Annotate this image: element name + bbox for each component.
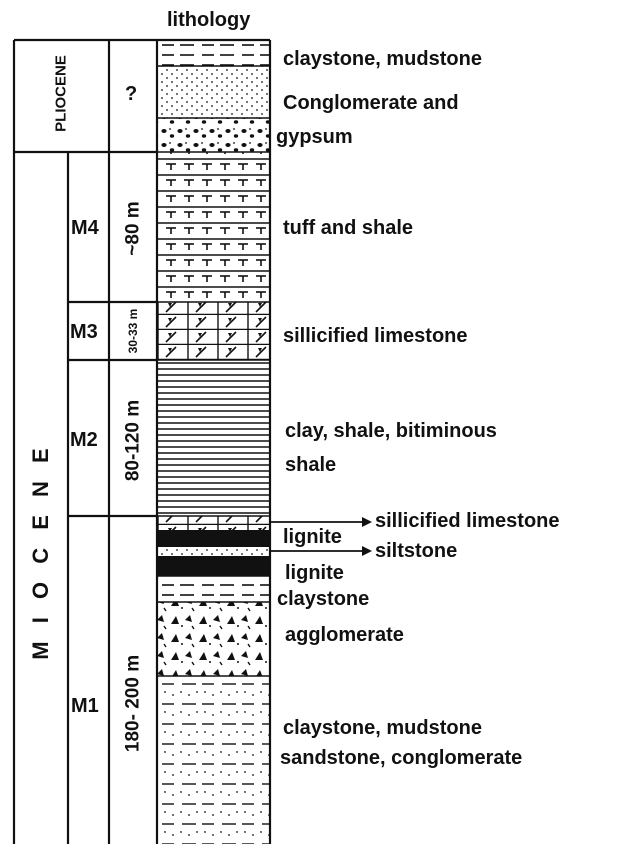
litho-tuff	[157, 152, 270, 302]
litho-claystone-m1	[157, 576, 270, 602]
thickness-pliocene: ?	[125, 84, 137, 104]
litho-sand-pliocene	[157, 66, 270, 118]
desc-bottom-line2: sandstone, conglomerate	[280, 748, 522, 768]
lithology-header: lithology	[167, 10, 250, 30]
desc-claystone-mudstone-top: claystone, mudstone	[283, 49, 482, 69]
desc-clay-line2: shale	[285, 455, 336, 475]
desc-conglomerate-line2: gypsum	[276, 127, 353, 147]
desc-clay-line1: clay, shale, bitiminous	[285, 421, 497, 441]
litho-claystone-top	[157, 40, 270, 66]
desc-claystone: claystone	[277, 589, 369, 609]
litho-limestone-m1	[157, 516, 270, 530]
litho-agglomerate	[157, 602, 270, 676]
litho-siltstone	[157, 547, 270, 556]
desc-siltstone: siltstone	[375, 541, 457, 561]
thickness-m1: 180- 200 m	[124, 614, 143, 794]
miocene-label: M I O C E N E	[30, 376, 52, 726]
desc-tuff-shale: tuff and shale	[283, 218, 413, 238]
litho-claystone-sandstone	[157, 676, 270, 844]
unit-m4: M4	[71, 218, 99, 238]
unit-m2: M2	[70, 430, 98, 450]
unit-m1: M1	[71, 696, 99, 716]
litho-limestone-m3	[157, 302, 270, 360]
desc-lignite-2: lignite	[285, 563, 344, 583]
thickness-m2: 80-120 m	[124, 371, 143, 511]
desc-agglomerate: agglomerate	[285, 625, 404, 645]
desc-sillicified-limestone-m1: sillicified limestone	[375, 511, 560, 531]
litho-shale-m2	[157, 360, 270, 516]
pliocene-label: PLIOCENE	[54, 49, 69, 139]
thickness-m4: ~80 m	[124, 169, 143, 289]
desc-sillicified-limestone-m3: sillicified limestone	[283, 326, 468, 346]
desc-conglomerate-line1: Conglomerate and	[283, 93, 459, 113]
unit-m3: M3	[70, 322, 98, 342]
thickness-m3: 30-33 m	[127, 291, 139, 371]
desc-bottom-line1: claystone, mudstone	[283, 718, 482, 738]
litho-lignite-1	[157, 530, 270, 547]
litho-conglomerate	[157, 118, 270, 152]
desc-lignite-1: lignite	[283, 527, 342, 547]
litho-lignite-2	[157, 556, 270, 576]
